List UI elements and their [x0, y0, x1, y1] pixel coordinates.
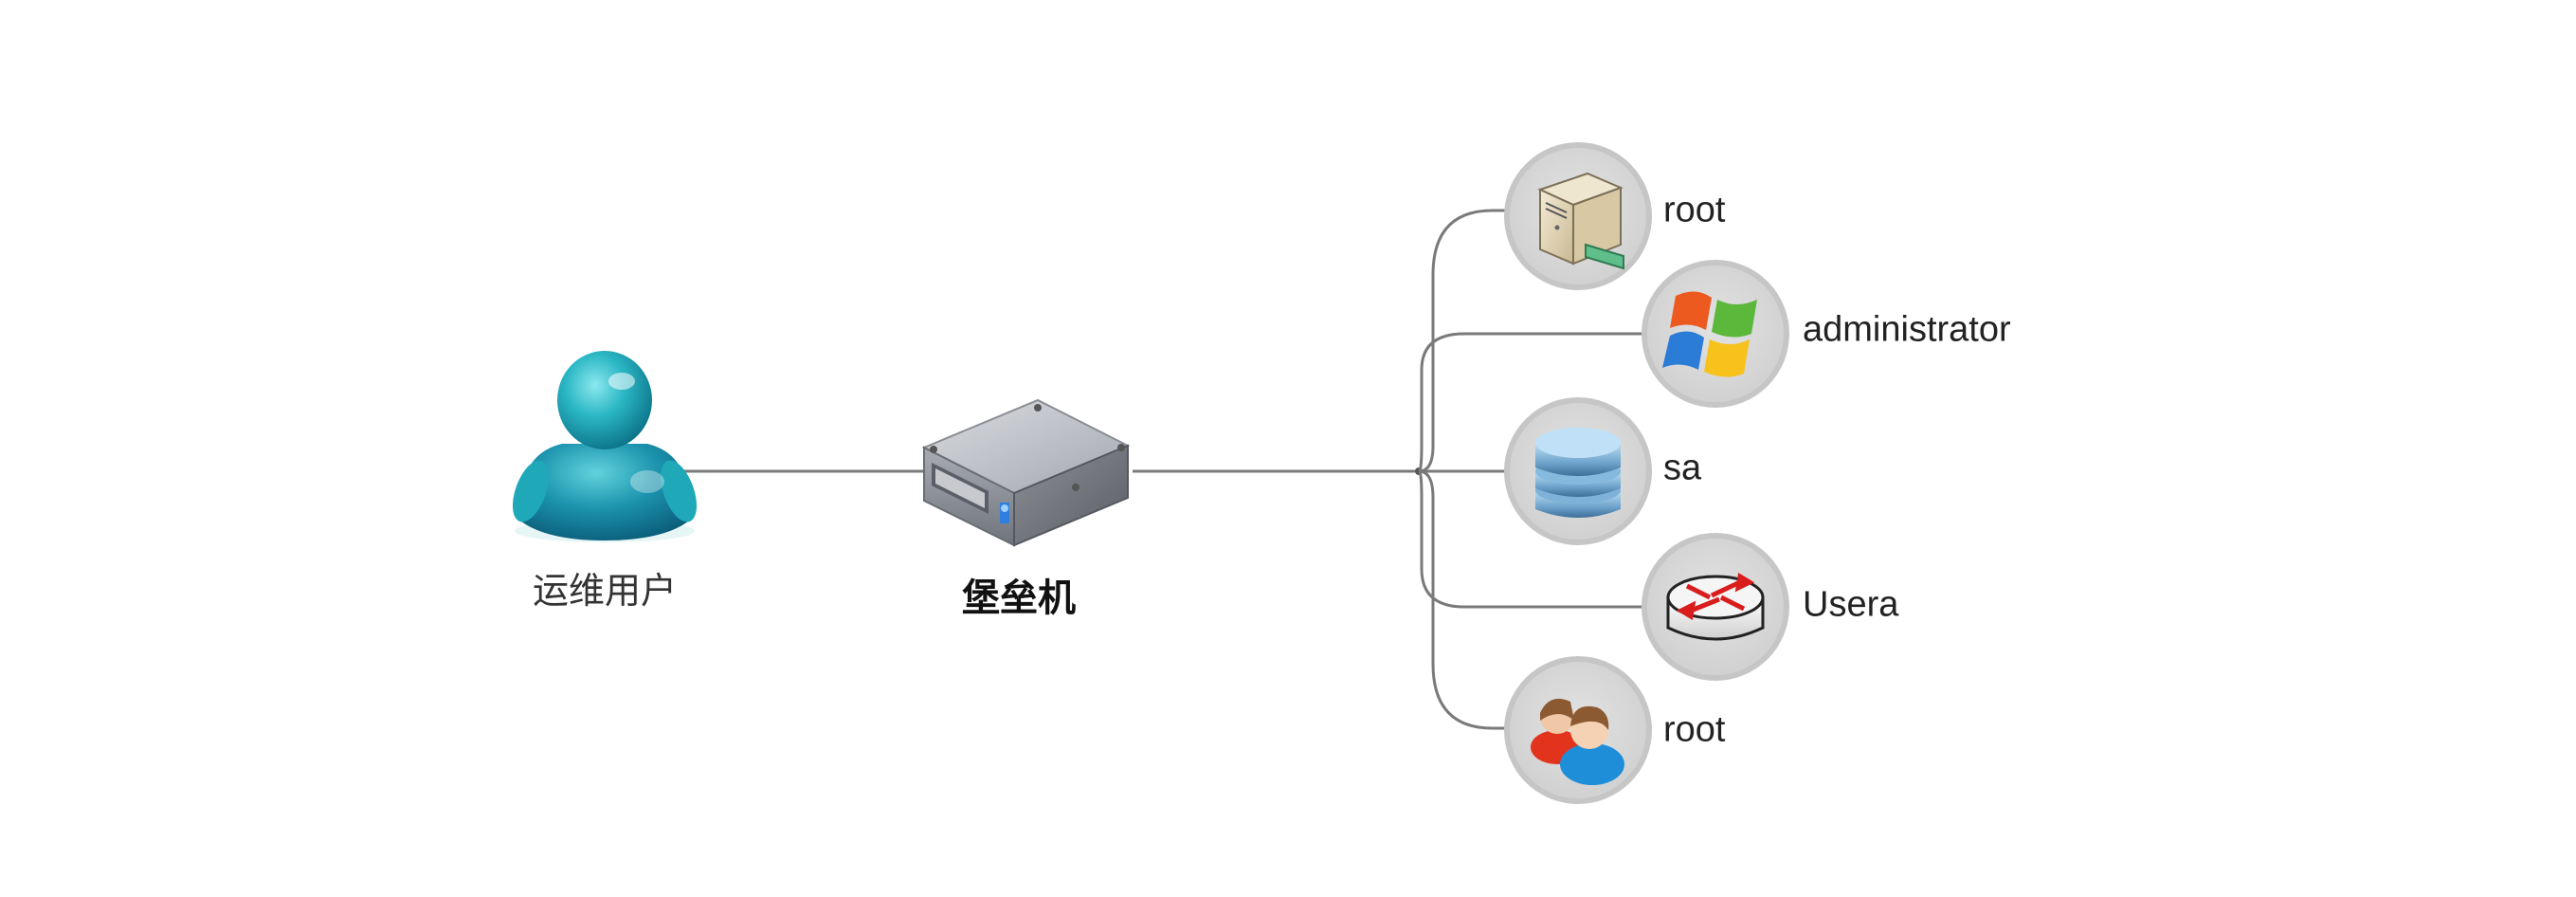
target-node-1[interactable]: [1642, 260, 1789, 408]
windows-logo-icon: [1662, 291, 1757, 377]
linux-server-icon: [1537, 172, 1624, 270]
target-node-2[interactable]: [1504, 397, 1652, 545]
bastion-server-icon[interactable]: [921, 398, 1131, 547]
users-group-icon: [1531, 698, 1624, 785]
database-icon: [1535, 428, 1621, 518]
target-label-1: administrator: [1803, 309, 2011, 350]
connector-target-1: [1418, 332, 1644, 473]
target-node-4[interactable]: [1504, 656, 1652, 804]
source-label: 运维用户: [532, 570, 678, 612]
connector-target-0: [1418, 209, 1509, 473]
bastion-label: 堡垒机: [962, 577, 1076, 620]
target-label-0: root: [1663, 190, 1726, 230]
connector-target-4: [1418, 469, 1509, 730]
target-label-2: sa: [1663, 448, 1702, 488]
connector-target-3: [1418, 469, 1644, 609]
target-node-3[interactable]: [1642, 533, 1789, 681]
target-label-3: Usera: [1803, 584, 1899, 625]
target-node-0[interactable]: [1504, 142, 1652, 290]
target-label-4: root: [1663, 709, 1726, 750]
router-icon: [1666, 572, 1765, 641]
user-icon[interactable]: [505, 351, 703, 542]
connectors: [671, 209, 1644, 730]
